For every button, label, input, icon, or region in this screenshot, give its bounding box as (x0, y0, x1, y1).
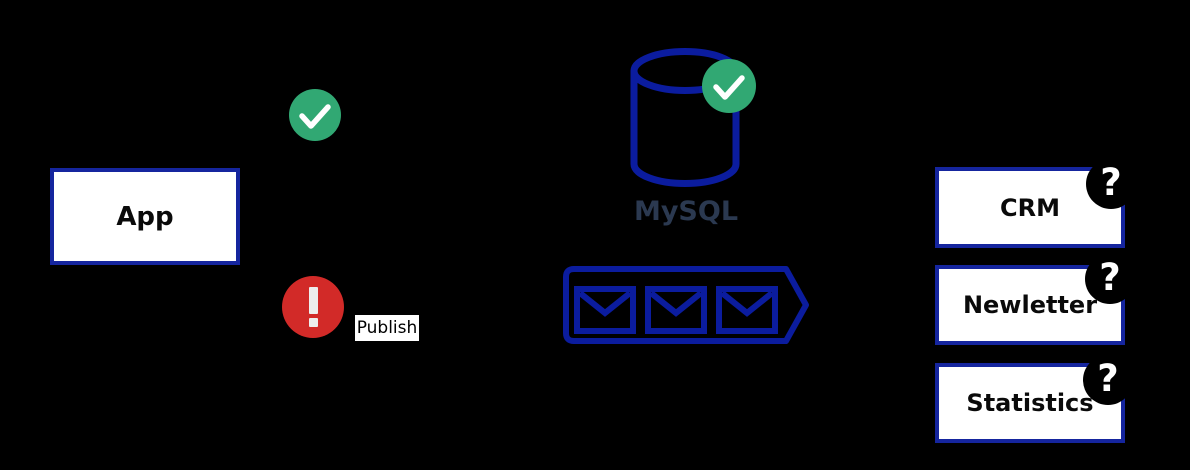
envelopes-arrow-icon (563, 266, 809, 344)
node-newsletter: Newletter (935, 265, 1125, 345)
publish-error-badge (282, 276, 344, 338)
question-mark-icon: ? (1097, 356, 1119, 400)
node-app: App (50, 168, 240, 265)
exclamation-icon-dot (308, 318, 318, 327)
newsletter-question-badge: ? (1085, 254, 1135, 304)
publish-label-text: Publish (356, 318, 418, 338)
app-success-badge (289, 89, 341, 141)
mysql-label-text: MySQL (633, 195, 739, 227)
exclamation-icon (308, 287, 318, 314)
node-crm-label: CRM (1000, 193, 1060, 222)
node-newsletter-label: Newletter (962, 291, 1098, 319)
publish-label: Publish (355, 315, 419, 341)
question-mark-icon: ? (1100, 160, 1122, 204)
check-icon (299, 104, 331, 129)
envelope-icon-3 (716, 286, 778, 334)
mysql-success-badge (702, 59, 756, 113)
crm-question-badge: ? (1086, 159, 1136, 209)
envelope-icon-1 (574, 286, 636, 334)
node-statistics-label: Statistics (966, 389, 1094, 417)
statistics-question-badge: ? (1083, 355, 1133, 405)
queue-arrow-outline (563, 266, 809, 344)
envelope-icon-2 (645, 286, 707, 334)
node-crm: CRM (935, 167, 1125, 248)
question-mark-icon: ? (1099, 255, 1121, 299)
check-icon (713, 75, 745, 100)
node-app-label: App (116, 201, 174, 232)
mysql-label: MySQL (611, 195, 761, 227)
